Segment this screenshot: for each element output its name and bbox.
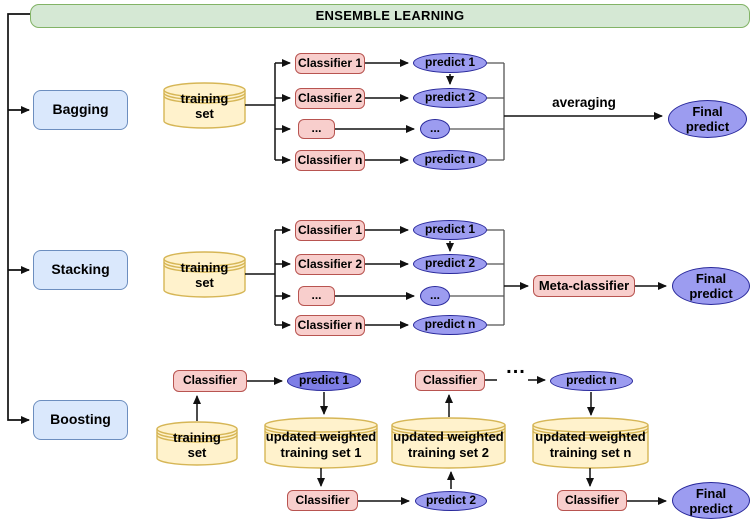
final-line2: predict	[689, 500, 733, 516]
boosting-classifier-4: Classifier	[557, 490, 627, 511]
boosting-classifier-2: Classifier	[287, 490, 358, 511]
training-set-line1: training	[180, 260, 229, 275]
method-box-boosting: Boosting	[33, 400, 128, 440]
training-set-line2: set	[195, 275, 214, 290]
updated-set-line1: updated weighted	[393, 429, 504, 444]
final-line1: Final	[692, 104, 723, 119]
final-line1: Final	[695, 485, 727, 501]
updated-set-line2: training set 1	[280, 445, 362, 460]
boosting-classifier-3: Classifier	[415, 370, 485, 391]
tree-connectors	[7, 13, 30, 424]
stacking-classifier-ellipsis: ...	[298, 286, 335, 306]
boosting-training-set-label: training set	[157, 430, 237, 460]
method-box-bagging: Bagging	[33, 90, 128, 130]
updated-set-line1: updated weighted	[535, 429, 646, 444]
final-line2: predict	[689, 286, 733, 301]
bagging-predict-2: predict 2	[413, 88, 487, 108]
final-line2: predict	[685, 119, 730, 134]
stacking-classifier-2: Classifier 2	[295, 254, 365, 275]
stacking-predict-2: predict 2	[413, 254, 487, 274]
stacking-classifier-n: Classifier n	[295, 315, 365, 336]
boosting-updated-set-n-label: updated weighted training set n	[533, 429, 648, 461]
boosting-ellipsis-label: ...	[506, 356, 526, 378]
updated-set-line2: training set n	[549, 445, 632, 460]
stacking-connectors	[245, 226, 667, 329]
stacking-predict-n: predict n	[413, 315, 487, 335]
bagging-classifier-n: Classifier n	[295, 150, 365, 171]
boosting-classifier-1: Classifier	[173, 370, 247, 392]
stacking-predict-ellipsis: ...	[420, 286, 450, 306]
bagging-predict-ellipsis: ...	[420, 119, 450, 139]
boosting-final-predict: Final predict	[672, 482, 750, 519]
bagging-training-set-label: training set	[164, 91, 245, 121]
bagging-classifier-ellipsis: ...	[298, 119, 335, 139]
updated-set-line1: updated weighted	[265, 429, 377, 444]
training-set-line1: training	[180, 91, 229, 106]
updated-set-line2: training set 2	[408, 445, 489, 460]
dataset-cylinders	[156, 82, 649, 469]
stacking-classifier-1: Classifier 1	[295, 220, 365, 241]
stacking-training-set-label: training set	[164, 260, 245, 290]
title-bar: ENSEMBLE LEARNING	[30, 4, 750, 28]
meta-classifier-box: Meta-classifier	[533, 275, 635, 297]
boosting-updated-set-1-label: updated weighted training set 1	[265, 429, 377, 461]
training-set-line1: training	[173, 430, 221, 445]
boosting-connectors	[193, 376, 667, 505]
bagging-connectors	[245, 59, 663, 164]
bagging-predict-n: predict n	[413, 150, 487, 170]
bagging-predict-1: predict 1	[413, 53, 487, 73]
method-box-stacking: Stacking	[33, 250, 128, 290]
stacking-predict-1: predict 1	[413, 220, 487, 240]
training-set-line2: set	[187, 445, 207, 460]
boosting-predict-1: predict 1	[287, 371, 361, 391]
averaging-label: averaging	[552, 95, 616, 110]
bagging-final-predict: Final predict	[668, 100, 747, 138]
boosting-updated-set-2-label: updated weighted training set 2	[392, 429, 505, 461]
bagging-classifier-1: Classifier 1	[295, 53, 365, 74]
bagging-classifier-2: Classifier 2	[295, 88, 365, 109]
boosting-predict-2: predict 2	[415, 491, 487, 511]
final-line1: Final	[695, 271, 727, 286]
boosting-predict-n: predict n	[550, 371, 633, 391]
training-set-line2: set	[195, 106, 214, 121]
stacking-final-predict: Final predict	[672, 267, 750, 305]
